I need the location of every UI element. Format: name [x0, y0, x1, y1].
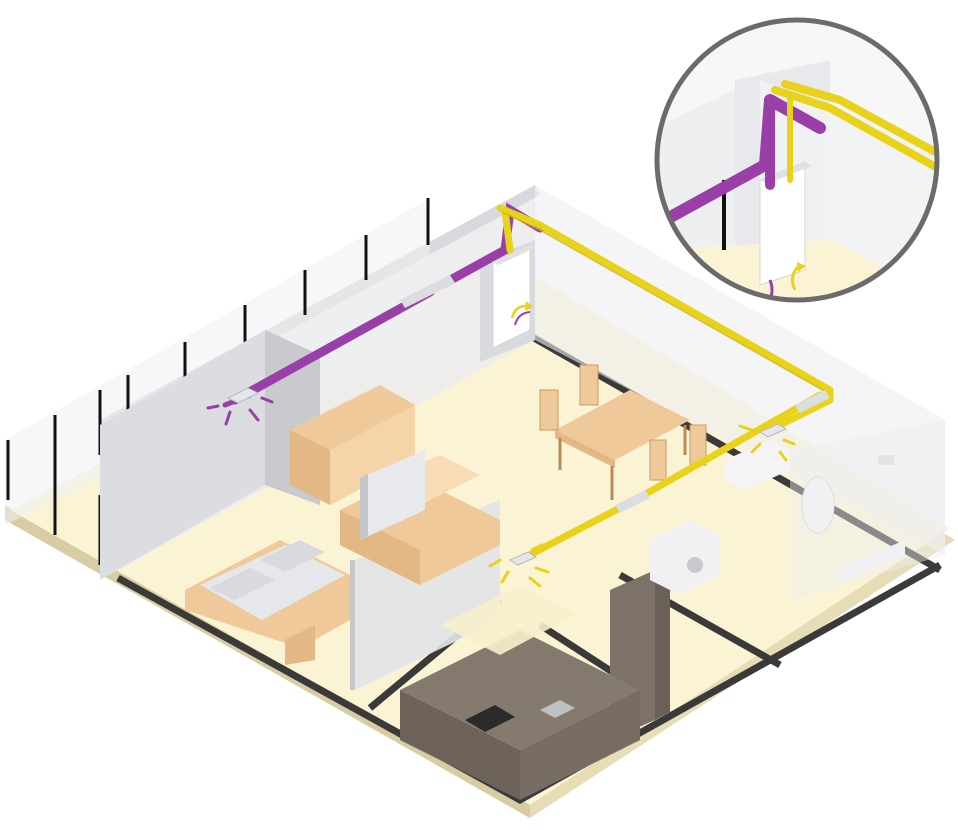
- washing-machine: [650, 520, 720, 595]
- kitchen-counter: [400, 585, 640, 800]
- duct-sleeves: [400, 275, 830, 513]
- magnifier-inset: [654, 17, 940, 303]
- bathroom-fixtures: [650, 440, 905, 595]
- magnifier-ring: [654, 17, 940, 303]
- dining-chair: [539, 364, 707, 481]
- bathroom-wall: [790, 420, 945, 600]
- dining-set: [539, 364, 707, 500]
- washbasin: [725, 440, 790, 490]
- ventilation-unit-icon: [492, 244, 535, 349]
- hob: [465, 705, 515, 732]
- supply-diffuser-icon: [206, 387, 274, 426]
- airflow-arrow-icon: [510, 301, 533, 319]
- toilet: [801, 476, 835, 534]
- bed: [185, 540, 350, 665]
- towel-rail: [878, 455, 894, 465]
- tv-unit: [360, 450, 425, 540]
- extract-valve-icon: [738, 423, 796, 462]
- sink: [540, 700, 575, 718]
- extract-valve-icon: [488, 543, 550, 588]
